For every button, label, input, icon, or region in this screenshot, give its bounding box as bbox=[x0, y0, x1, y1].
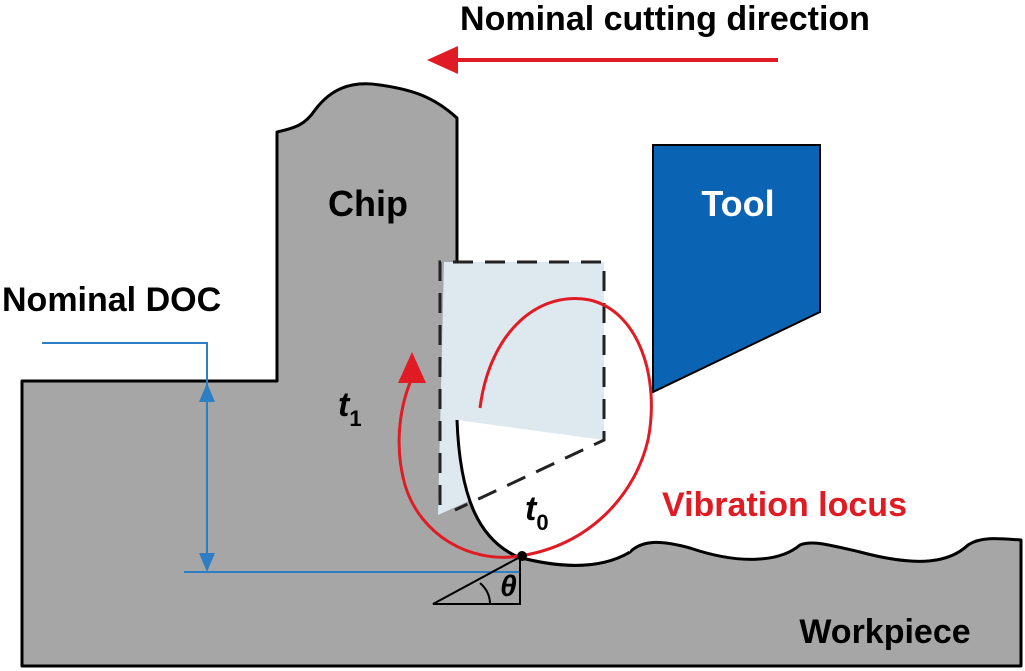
doc-arrowhead-up-icon bbox=[199, 383, 215, 402]
t0-subscript: 0 bbox=[536, 510, 548, 535]
vibration-locus-label: Vibration locus bbox=[662, 486, 907, 524]
theta-arc bbox=[479, 582, 491, 605]
cutting-direction-arrowhead-icon bbox=[427, 46, 458, 74]
locus-arrowhead-icon bbox=[398, 352, 426, 383]
t1-label: t1 bbox=[338, 386, 362, 431]
nominal-doc-label: Nominal DOC bbox=[2, 281, 221, 319]
dashed-box bbox=[438, 260, 606, 512]
t1-subscript: 1 bbox=[349, 406, 361, 431]
t1-main: t bbox=[338, 386, 351, 424]
theta-triangle bbox=[432, 555, 521, 605]
t0-label: t0 bbox=[525, 490, 549, 535]
doc-leader-line bbox=[42, 342, 208, 395]
doc-arrowhead-down-icon bbox=[199, 553, 215, 572]
theta-label: θ bbox=[500, 570, 517, 603]
tool-label: Tool bbox=[701, 183, 774, 224]
workpiece-label: Workpiece bbox=[799, 613, 970, 651]
chip-label: Chip bbox=[328, 183, 408, 224]
t0-main: t bbox=[525, 490, 538, 528]
tool-shape bbox=[652, 144, 821, 394]
vibration-locus-curve bbox=[397, 297, 653, 559]
cutting-direction-label: Nominal cutting direction bbox=[460, 0, 870, 38]
contact-point-icon bbox=[517, 551, 527, 561]
